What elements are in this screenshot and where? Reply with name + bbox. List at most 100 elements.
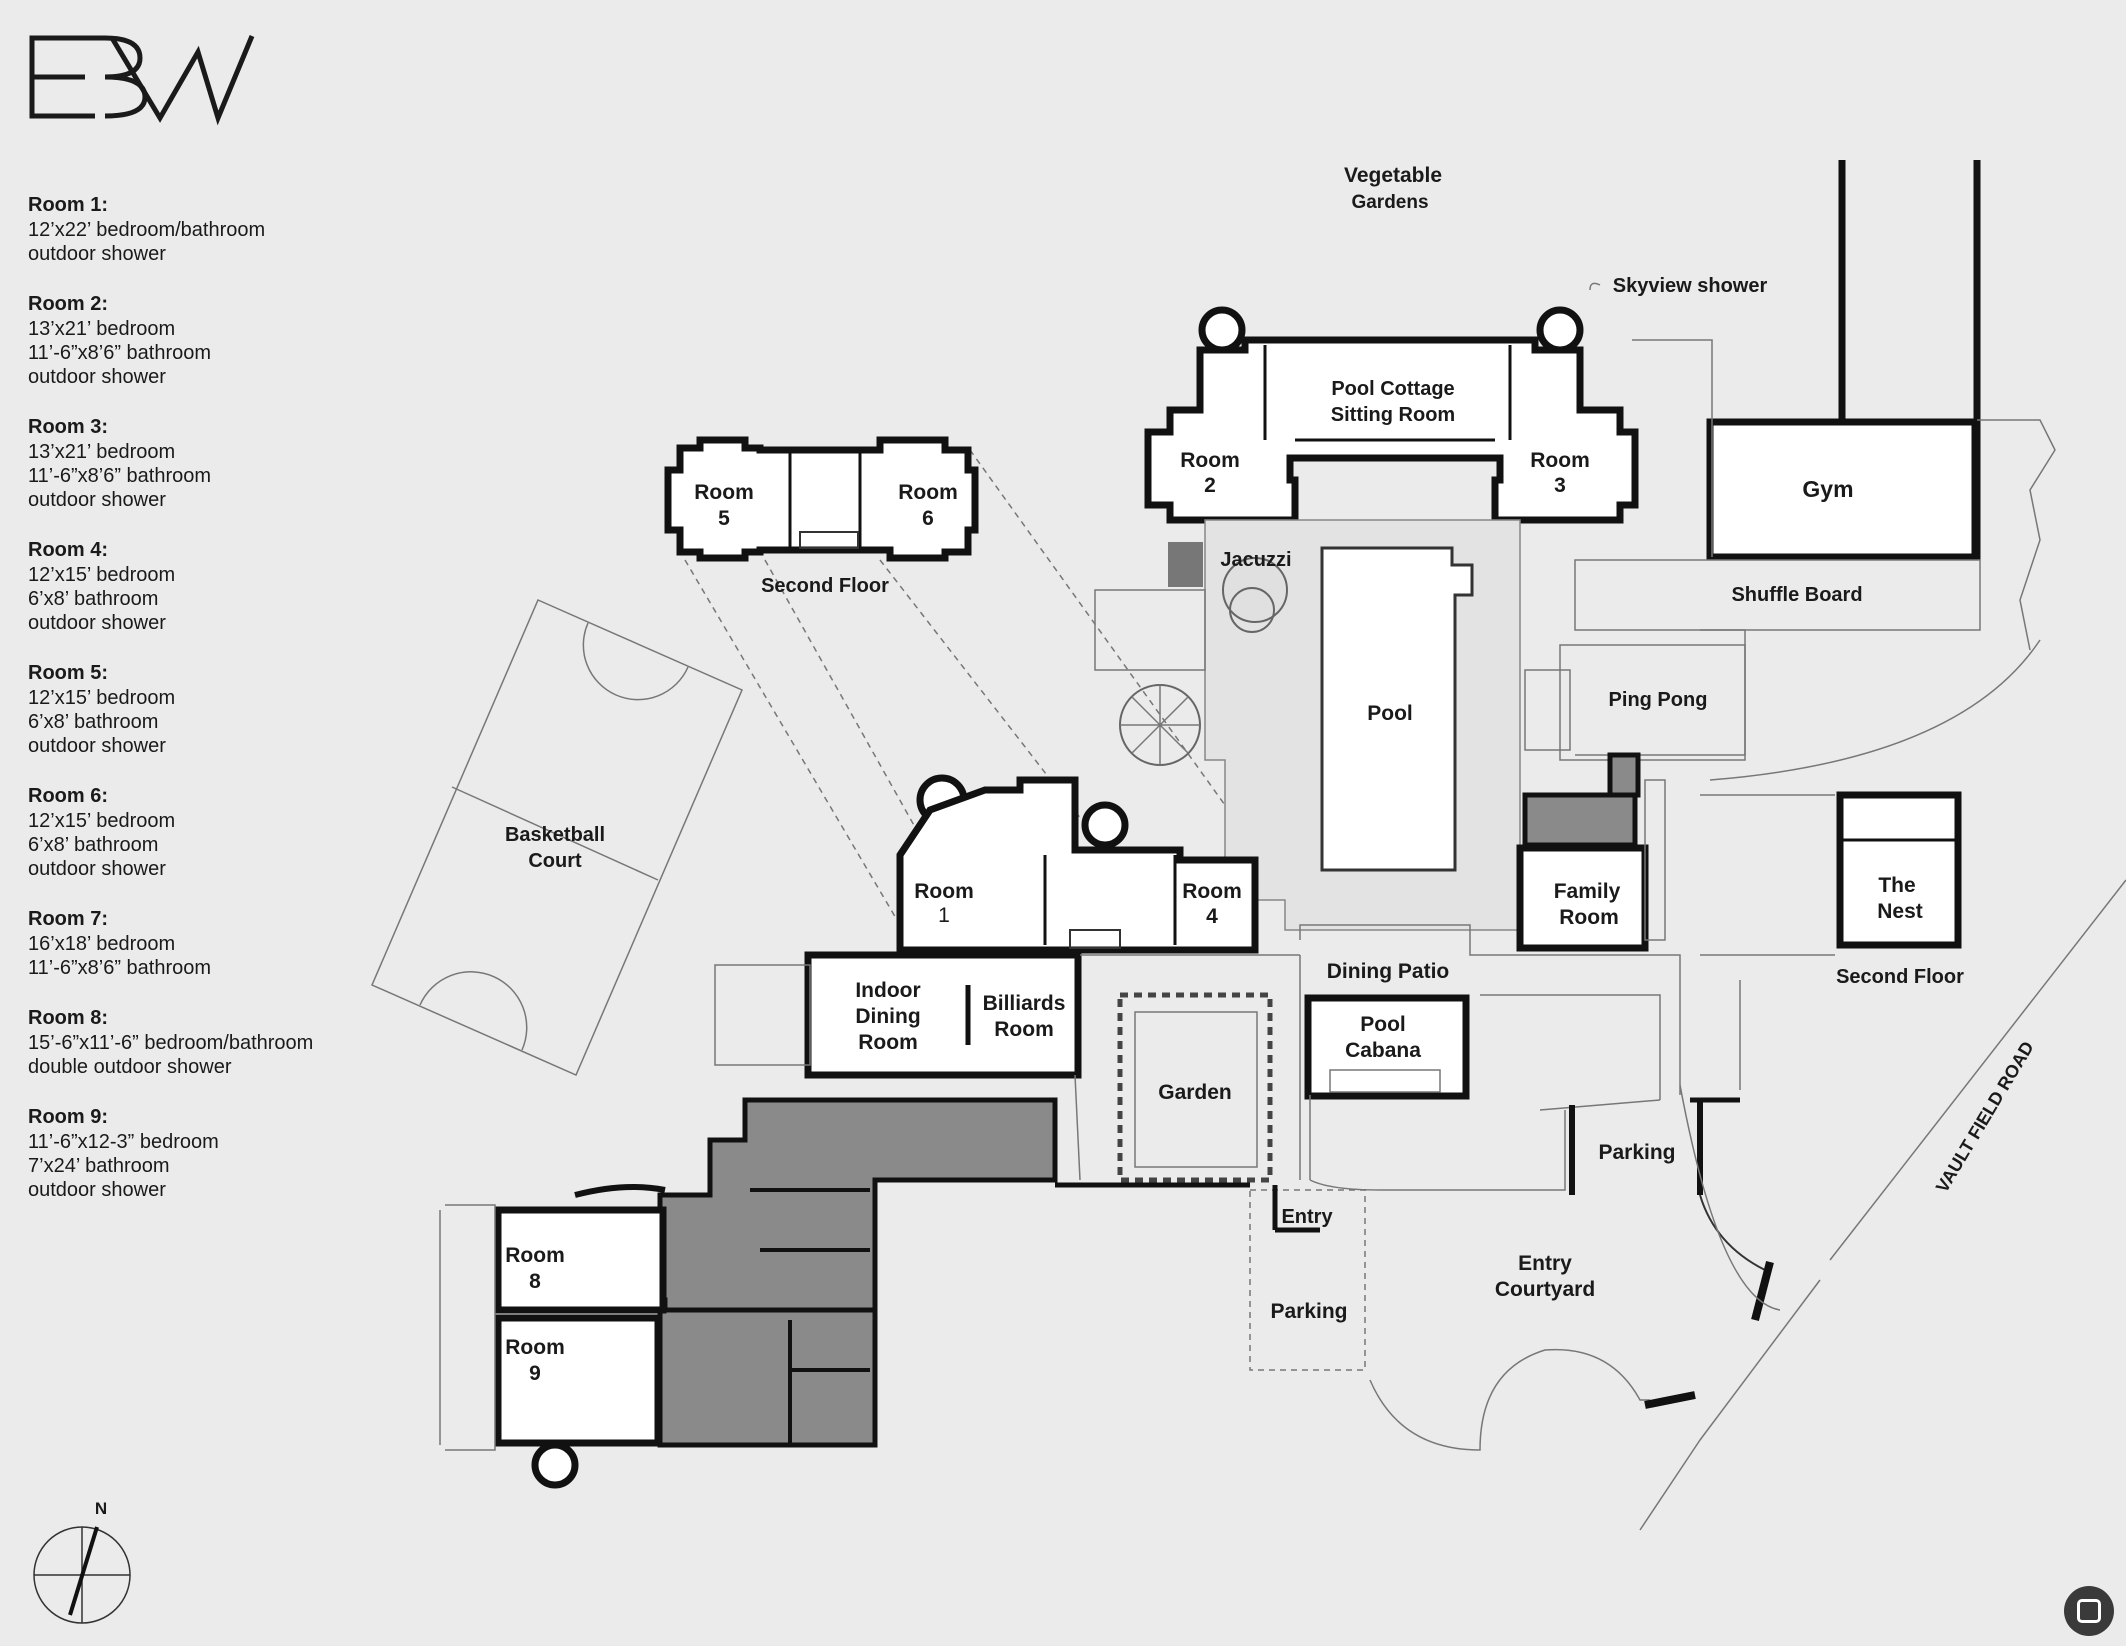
legend-room-2: Room 2: 13’x21’ bedroom 11’-6”x8’6” bath… — [28, 292, 448, 389]
legend-room-title: Room 7: — [28, 908, 108, 930]
dining-billiards — [714, 951, 1300, 1079]
legend-room-detail: 12’x22’ bedroom/bathroom — [28, 219, 266, 241]
label-parking-left: Parking — [1270, 1300, 1347, 1323]
legend-room-title: Room 6: — [28, 785, 108, 807]
pointer-line — [1589, 282, 1601, 291]
label-skyview-shower: Skyview shower — [1613, 275, 1768, 297]
legend-room-6: Room 6: 12’x15’ bedroom 6’x8’ bathroom o… — [28, 784, 448, 881]
label-family-room-2: Room — [1559, 906, 1619, 929]
label-room-8: Room — [505, 1244, 565, 1267]
legend-room-title: Room 2: — [28, 293, 108, 315]
label-room-5: Room — [694, 481, 754, 504]
label-jacuzzi: Jacuzzi — [1220, 549, 1291, 571]
legend-room-detail: 6’x8’ bathroom — [28, 588, 159, 610]
label-room-4: Room — [1182, 880, 1242, 903]
label-pool: Pool — [1367, 702, 1413, 725]
label-room-6-number: 6 — [922, 507, 934, 530]
label-billiards: Billiards — [983, 992, 1066, 1015]
legend-room-detail: outdoor shower — [28, 735, 166, 757]
pool-cabana — [1299, 924, 1681, 1100]
label-indoor-dining-3: Room — [858, 1031, 918, 1054]
legend-room-title: Room 3: — [28, 416, 108, 438]
legend-room-detail: outdoor shower — [28, 243, 166, 265]
label-the-nest-2: Nest — [1877, 900, 1923, 923]
legend-room-9: Room 9: 11’-6”x12-3” bedroom 7’x24’ bath… — [28, 1105, 448, 1202]
label-basketball-court-2: Court — [528, 850, 582, 872]
label-vegetable-gardens-2: Gardens — [1351, 192, 1428, 213]
label-pool-cabana-2: Cabana — [1345, 1039, 1421, 1062]
label-room-8-number: 8 — [529, 1270, 541, 1293]
label-room-4-number: 4 — [1206, 905, 1218, 928]
legend-room-title: Room 8: — [28, 1007, 108, 1029]
label-entry: Entry — [1281, 1206, 1333, 1228]
label-indoor-dining: Indoor — [855, 979, 920, 1002]
family-room — [1516, 752, 1666, 952]
label-pool-cabana: Pool — [1360, 1013, 1406, 1036]
legend-room-detail: 13’x21’ bedroom — [28, 441, 176, 463]
room-1-4-wing — [896, 774, 1259, 954]
legend-room-detail: 12’x15’ bedroom — [28, 810, 176, 832]
legend-room-detail: 11’-6”x8’6” bathroom — [28, 957, 212, 979]
label-pool-cottage: Pool Cottage — [1331, 378, 1454, 400]
legend-room-detail: outdoor shower — [28, 1179, 166, 1201]
label-sitting-room: Sitting Room — [1331, 404, 1455, 426]
label-basketball-court: Basketball — [505, 824, 605, 846]
legend-room-title: Room 4: — [28, 539, 108, 561]
label-billiards-2: Room — [994, 1018, 1054, 1041]
legend-room-detail: 7’x24’ bathroom — [28, 1155, 170, 1177]
rooms-8-9 — [439, 1183, 667, 1489]
pool-cottage — [1144, 306, 1639, 524]
jacuzzi — [1094, 542, 1288, 766]
label-second-floor-nest: Second Floor — [1836, 966, 1964, 988]
room-legend: Room 1: 12’x22’ bedroom/bathroom outdoor… — [28, 193, 448, 1228]
legend-room-3: Room 3: 13’x21’ bedroom 11’-6”x8’6” bath… — [28, 415, 448, 512]
legend-room-detail: 15’-6”x11’-6” bedroom/bathroom — [28, 1032, 314, 1054]
legend-room-detail: double outdoor shower — [28, 1056, 232, 1078]
the-nest — [1700, 791, 1962, 956]
pool-deck — [1204, 519, 1521, 931]
legend-room-title: Room 9: — [28, 1106, 108, 1128]
label-room-3-number: 3 — [1554, 474, 1566, 497]
legend-room-4: Room 4: 12’x15’ bedroom 6’x8’ bathroom o… — [28, 538, 448, 635]
label-dining-patio: Dining Patio — [1327, 960, 1450, 983]
legend-room-7: Room 7: 16’x18’ bedroom 11’-6”x8’6” bath… — [28, 907, 448, 980]
legend-room-detail: 12’x15’ bedroom — [28, 687, 176, 709]
label-entry-courtyard: Entry — [1518, 1252, 1572, 1275]
label-room-9: Room — [505, 1336, 565, 1359]
label-entry-courtyard-2: Courtyard — [1495, 1278, 1595, 1301]
legend-room-detail: outdoor shower — [28, 366, 166, 388]
legend-room-detail: 16’x18’ bedroom — [28, 933, 176, 955]
second-floor-rooms-5-6 — [664, 436, 979, 562]
label-second-floor-upper: Second Floor — [761, 575, 889, 597]
legend-room-title: Room 1: — [28, 194, 108, 216]
projection-lines — [684, 449, 1251, 926]
basketball-court — [371, 599, 743, 1076]
legend-room-detail: outdoor shower — [28, 489, 166, 511]
label-room-1: Room — [914, 880, 974, 903]
compass-north-label: N — [95, 1499, 107, 1518]
label-room-1-number: 1 — [938, 904, 950, 927]
legend-room-detail: 11’-6”x8’6” bathroom — [28, 465, 212, 487]
scan-text-button[interactable] — [2064, 1586, 2114, 1636]
label-room-2-number: 2 — [1204, 474, 1216, 497]
label-vegetable-gardens: Vegetable — [1344, 164, 1442, 187]
label-gym: Gym — [1802, 476, 1853, 502]
label-the-nest: The — [1878, 874, 1915, 897]
legend-room-detail: outdoor shower — [28, 612, 166, 634]
entry-courtyard — [1249, 879, 2126, 1531]
label-family-room: Family — [1554, 880, 1621, 903]
gym-building — [1574, 160, 2056, 781]
legend-room-detail: 12’x15’ bedroom — [28, 564, 176, 586]
scan-icon — [2077, 1599, 2101, 1623]
legend-room-detail: 6’x8’ bathroom — [28, 711, 159, 733]
legend-room-detail: 13’x21’ bedroom — [28, 318, 176, 340]
label-indoor-dining-2: Dining — [855, 1005, 920, 1028]
label-room-6: Room — [898, 481, 958, 504]
label-room-9-number: 9 — [529, 1362, 541, 1385]
legend-room-5: Room 5: 12’x15’ bedroom 6’x8’ bathroom o… — [28, 661, 448, 758]
label-ping-pong: Ping Pong — [1609, 689, 1708, 711]
legend-room-detail: 11’-6”x8’6” bathroom — [28, 342, 212, 364]
legend-room-8: Room 8: 15’-6”x11’-6” bedroom/bathroom d… — [28, 1006, 448, 1079]
legend-room-detail: outdoor shower — [28, 858, 166, 880]
